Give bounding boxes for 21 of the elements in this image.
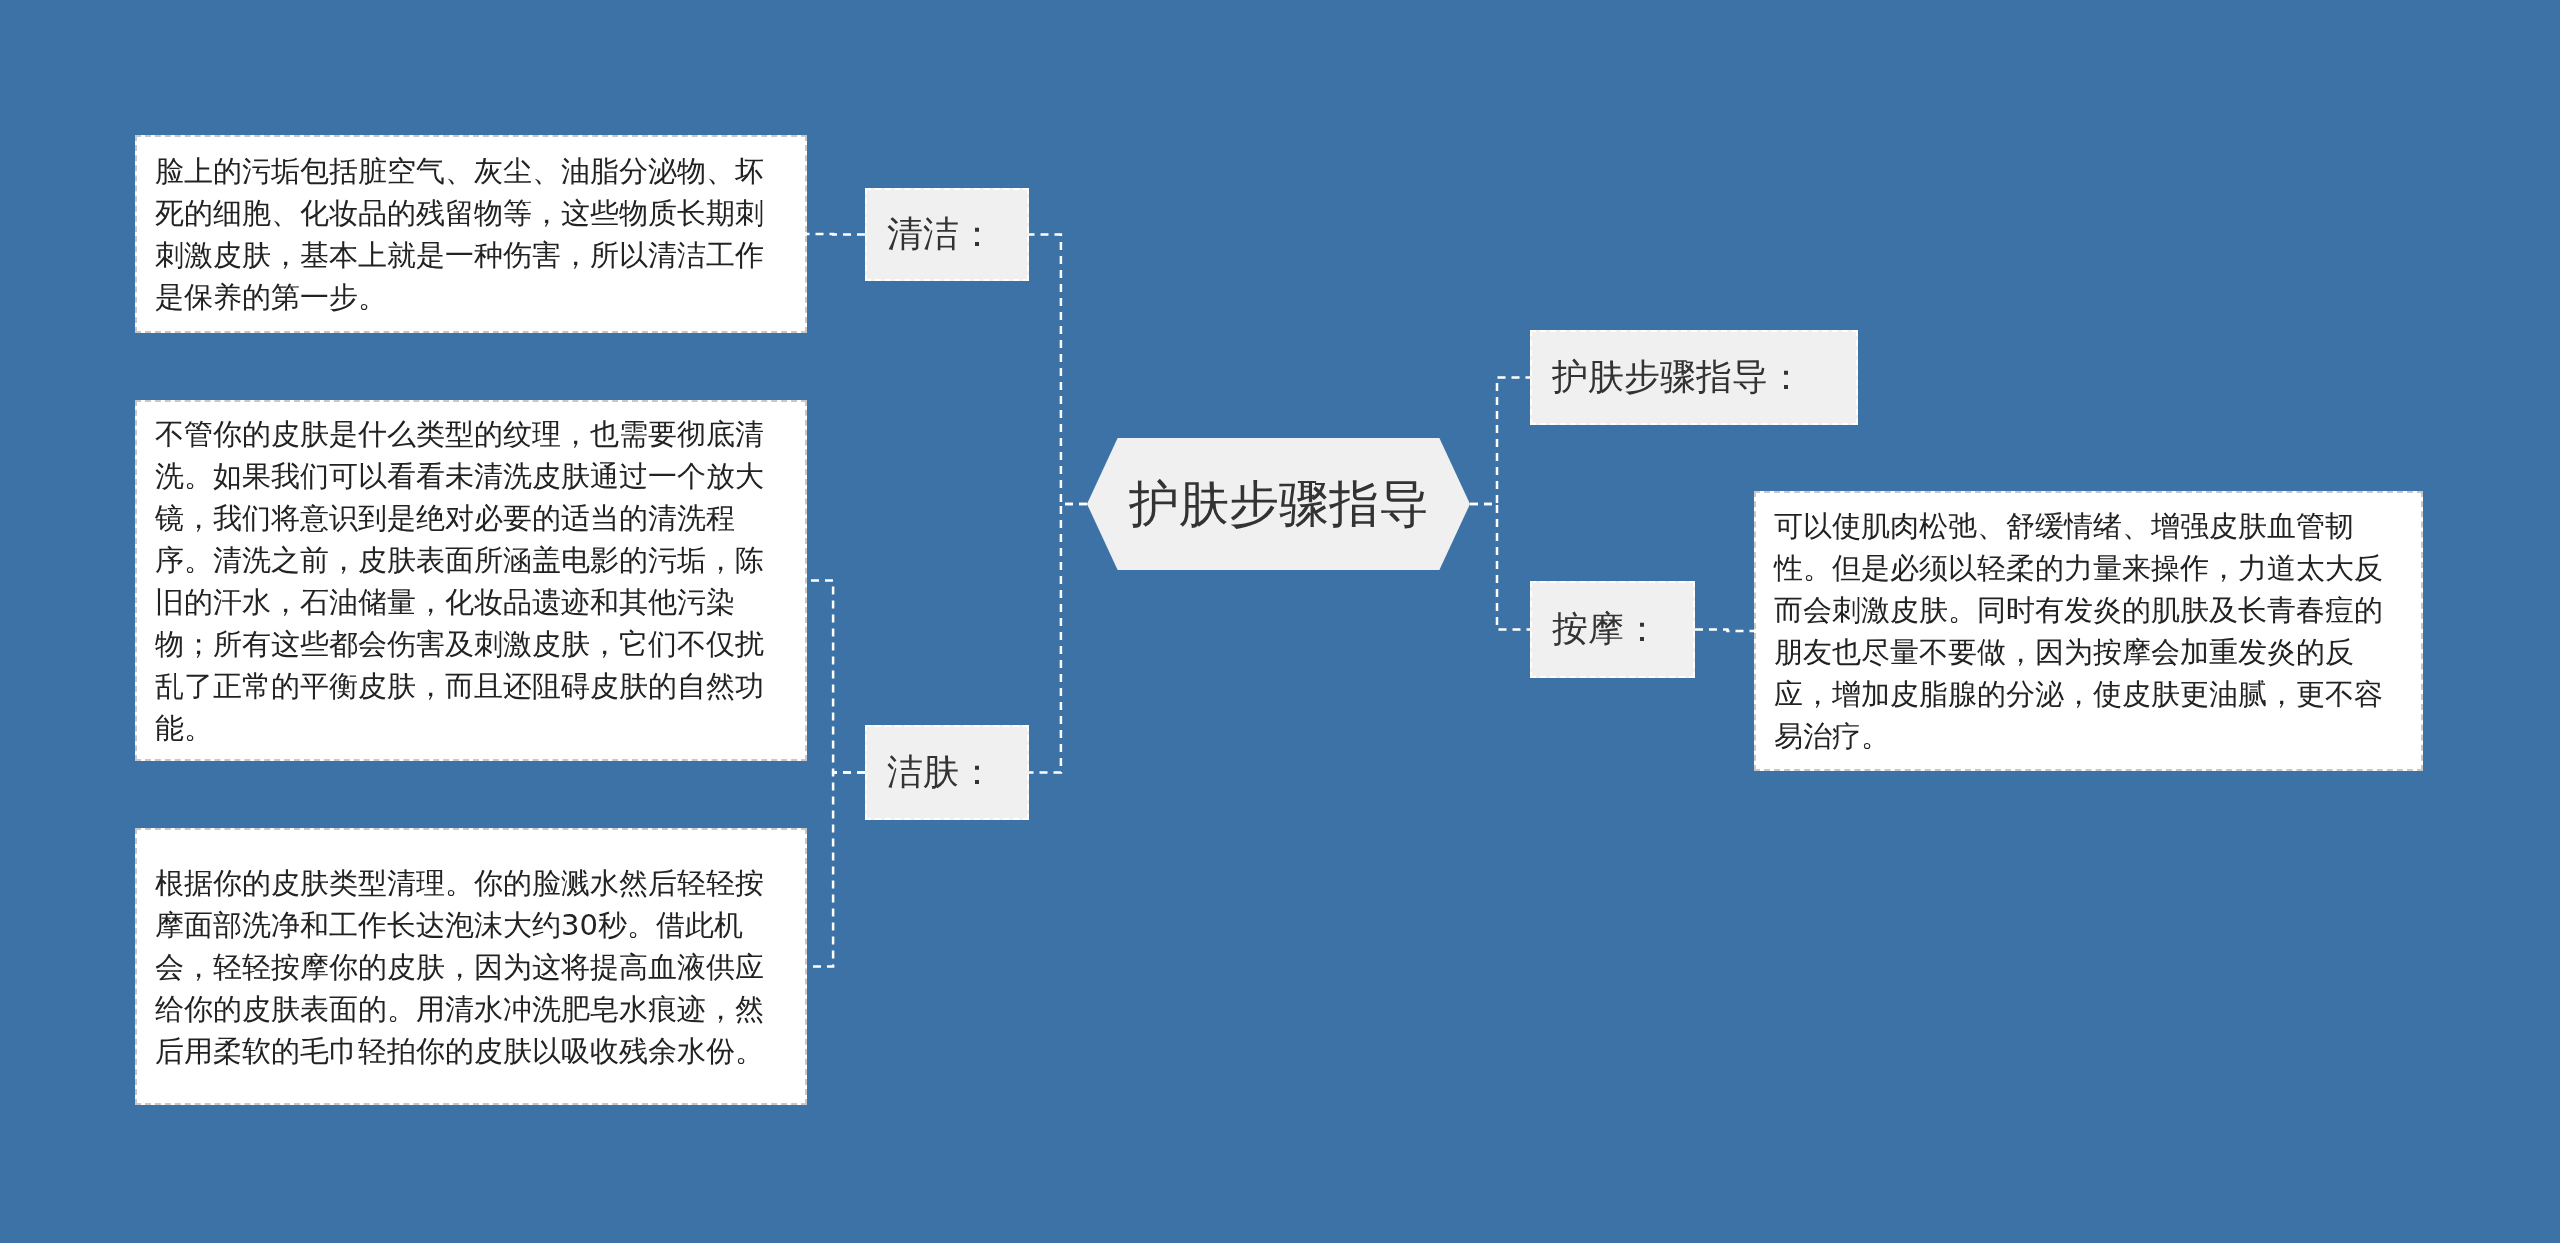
note-text: 不管你的皮肤是什么类型的纹理，也需要彻底清洗。如果我们可以看看未清洗皮肤通过一个放大镜，我们将意识到是绝对必要的适当的清洗程序。清洗之前，皮肤表面所涵盖电影的污垢，陈旧的汗水，石油储量，化妆品遗迹和其他污染物；所有这些都会伤害及刺激皮肤，它们不仅扰乱了正常的平衡皮肤，而且还阻碍皮肤的自然功能。: [155, 415, 765, 747]
branch-box: [865, 188, 1029, 281]
branch-label: 护肤步骤指导：: [1552, 355, 1804, 399]
connector-line: [1695, 628, 1754, 633]
note-box: [135, 828, 807, 1105]
connector-line: [807, 232, 865, 236]
note-box: [1754, 491, 2423, 771]
connector-line: [1470, 502, 1530, 631]
connector-line: [1029, 502, 1087, 774]
branch-box: [865, 725, 1029, 820]
branch-label: 按摩：: [1552, 607, 1660, 651]
note-box: [135, 135, 807, 333]
note-box: [135, 400, 807, 761]
note-text: 脸上的污垢包括脏空气、灰尘、油脂分泌物、坏死的细胞、化妆品的残留物等，这些物质长期刺刺激皮肤，基本上就是一种伤害，所以清洁工作是保养的第一步。: [155, 153, 765, 316]
note-text: 可以使肌肉松弛、舒缓情绪、增强皮肤血管韧性。但是必须以轻柔的力量来操作，力道太大反而会刺激皮肤。同时有发炎的肌肤及长青春痘的朋友也尽量不要做，因为按摩会加重发炎的反应，增加皮脂腺的分泌，使皮肤更油腻，更不容易治疗。: [1774, 508, 2384, 755]
topic-title: 护肤步骤指导: [1128, 473, 1429, 535]
branch-label: 清洁：: [887, 212, 995, 256]
branch-box: [1530, 581, 1695, 678]
branch-box: [1530, 330, 1858, 425]
branch-label: 洁肤：: [887, 750, 995, 794]
note-text: 根据你的皮肤类型清理。你的脸溅水然后轻轻按摩面部洗净和工作长达泡沫大约30秒。借此机会，轻轻按摩你的皮肤，因为这将提高血液供应给你的皮肤表面的。用清水冲洗肥皂水痕迹，然后用柔软的毛巾轻拍你的皮肤以吸收残余水份。: [155, 864, 765, 1070]
